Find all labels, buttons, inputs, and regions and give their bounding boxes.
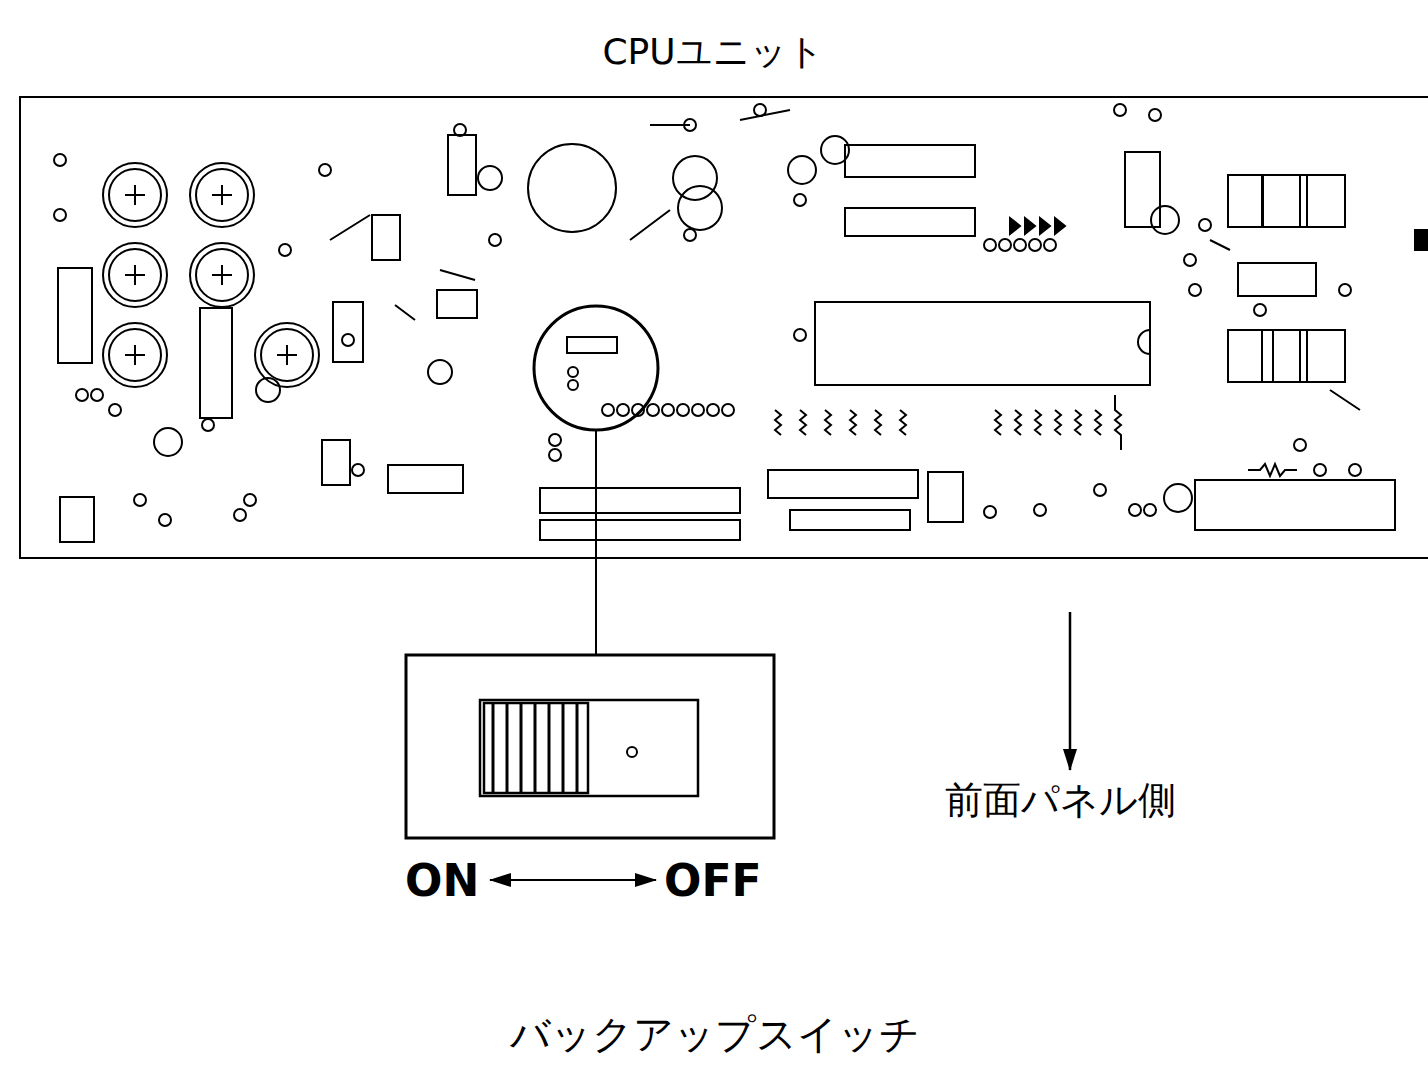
pcb-outline bbox=[20, 97, 1428, 558]
direction-label: 前面パネル側 bbox=[945, 778, 1176, 824]
figure-title: CPUユニット bbox=[602, 30, 823, 73]
figure-caption: バックアップスイッチ bbox=[510, 1010, 920, 1058]
switch-slider bbox=[484, 703, 588, 793]
leader-line bbox=[595, 430, 597, 655]
front-panel-arrow bbox=[1069, 612, 1072, 770]
switch-position-label: OFF bbox=[664, 855, 762, 908]
direction-arrow bbox=[490, 879, 656, 881]
switch-position-label: ON bbox=[405, 855, 479, 908]
switch-body bbox=[480, 700, 698, 796]
magnifier-circle bbox=[534, 306, 658, 430]
switch-inset-box bbox=[406, 655, 774, 838]
